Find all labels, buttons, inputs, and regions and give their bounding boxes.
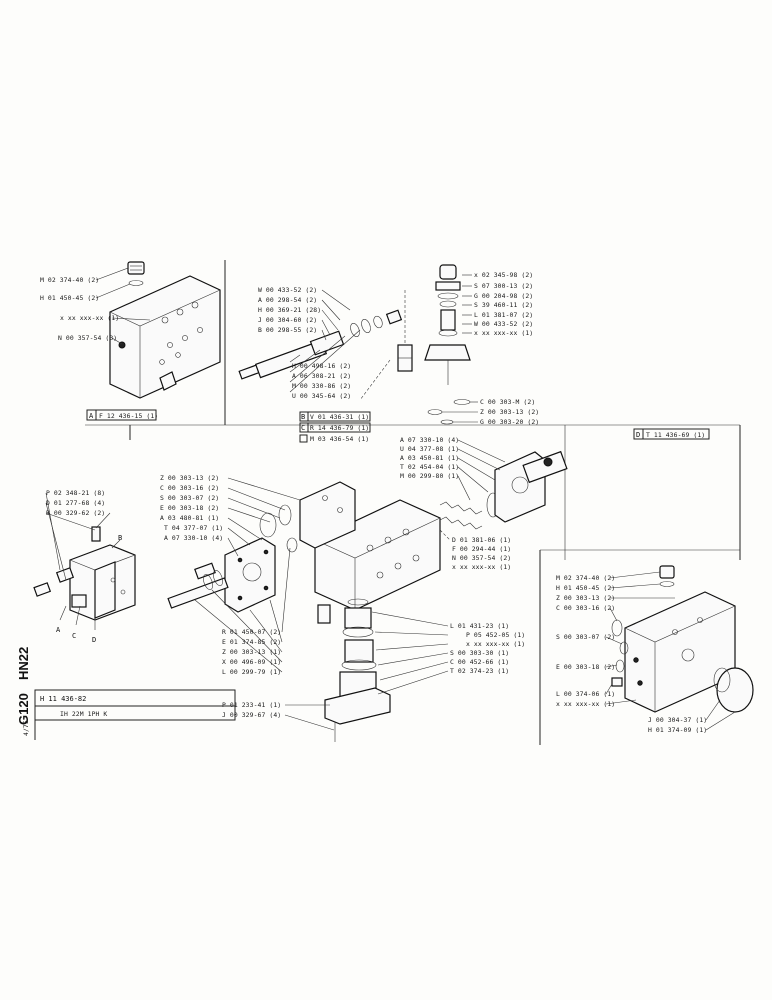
label-a-2: H 01 450-45 (2) xyxy=(40,294,99,302)
label-c-mr2: F 00 294-44 (1) xyxy=(452,545,511,553)
box-d-code: T 11 436-69 (1) xyxy=(646,431,705,439)
label-b-7: A 06 308-21 (2) xyxy=(292,372,351,380)
assembly-letter-a: A xyxy=(56,626,61,634)
label-tr-4: S 39 460-11 (2) xyxy=(474,301,533,309)
label-c-mr4: x xx xxx-xx (1) xyxy=(452,563,511,571)
label-a-4: N 00 357-54 (3) xyxy=(58,334,117,342)
label-c-tr5: M 00 299-80 (1) xyxy=(400,472,459,480)
label-c-l6: T 04 377-07 (1) xyxy=(164,524,223,532)
label-tr-8: C 00 303-M (2) xyxy=(480,398,535,406)
box-c-code: R 14 436-79 (1) xyxy=(310,424,369,432)
title-small: 4/75 xyxy=(22,720,30,736)
label-d-5: S 00 303-07 (2) xyxy=(556,633,615,641)
label-b-3: H 00 369-21 (28) xyxy=(258,306,321,314)
label-l-1: P 02 348-21 (8) xyxy=(46,489,105,497)
label-b-2: A 00 298-54 (2) xyxy=(258,296,317,304)
label-tr-6: W 00 433-52 (2) xyxy=(474,320,533,328)
label-c-lr1: L 01 431-23 (1) xyxy=(450,622,509,630)
label-d-8: x xx xxx-xx (1) xyxy=(556,700,615,708)
label-c-mr3: N 00 357-54 (2) xyxy=(452,554,511,562)
label-tr-7: x xx xxx-xx (1) xyxy=(474,329,533,337)
label-tr-3: G 00 204-98 (2) xyxy=(474,292,533,300)
label-d-10: H 01 374-09 (1) xyxy=(648,726,707,734)
label-c-b3: Z 00 303-13 (1) xyxy=(222,648,281,656)
label-c-lr6: T 02 374-23 (1) xyxy=(450,667,509,675)
label-c-l5: A 03 480-81 (1) xyxy=(160,514,219,522)
box-d-label: D T 11 436-69 (1) xyxy=(633,428,710,440)
label-b-9: U 00 345-64 (2) xyxy=(292,392,351,400)
label-d-6: E 00 303-18 (2) xyxy=(556,663,615,671)
title-side-2: G120 xyxy=(16,693,31,725)
title-code: H 11 436-82 xyxy=(40,695,86,703)
label-tr-9: Z 00 303-13 (2) xyxy=(480,408,539,416)
label-b-8: M 00 330-86 (2) xyxy=(292,382,351,390)
section-bc: W 00 433-52 (2) A 00 298-54 (2) H 00 369… xyxy=(238,286,413,443)
label-c-tr4: T 02 454-04 (1) xyxy=(400,463,459,471)
label-b-6: H 00 498-16 (2) xyxy=(292,362,351,370)
title-description: IH 22M 1PH K xyxy=(60,710,107,718)
label-c-l1: Z 00 303-13 (2) xyxy=(160,474,219,482)
section-dividers xyxy=(85,260,741,745)
label-tr-1: x 02 345-98 (2) xyxy=(474,271,533,279)
section-a: M 02 374-40 (2) H 01 450-45 (2) x xx xxx… xyxy=(40,261,221,421)
box-a-code: F 12 436-15 (1) xyxy=(99,412,158,420)
label-c-l3: S 00 303-07 (2) xyxy=(160,494,219,502)
title-side-1: HN22 xyxy=(16,647,31,680)
label-b-1: W 00 433-52 (2) xyxy=(258,286,317,294)
box-m-code: M 03 436-54 (1) xyxy=(310,435,369,443)
box-c-letter: C xyxy=(301,424,305,432)
label-c-lr3: x xx xxx-xx (1) xyxy=(466,640,525,648)
label-c-b4: X 00 496-09 (1) xyxy=(222,658,281,666)
label-d-1: M 02 374-40 (2) xyxy=(556,574,615,582)
label-d-7: L 00 374-06 (1) xyxy=(556,690,615,698)
label-tr-2: S 07 300-13 (2) xyxy=(474,282,533,290)
label-c-tr3: A 03 450-81 (1) xyxy=(400,454,459,462)
label-c-bc2: J 00 329-67 (4) xyxy=(222,711,281,719)
box-b-code: V 01 436-31 (1) xyxy=(310,413,369,421)
label-c-tr1: A 07 330-10 (4) xyxy=(400,436,459,444)
label-d-3: Z 00 303-13 (2) xyxy=(556,594,615,602)
label-c-lr5: C 00 452-66 (1) xyxy=(450,658,509,666)
label-tr-10: G 00 303-20 (2) xyxy=(480,418,539,426)
label-c-l2: C 00 303-16 (2) xyxy=(160,484,219,492)
label-c-bc1: P 01 233-41 (1) xyxy=(222,701,281,709)
assembly-letter-d: D xyxy=(92,636,96,644)
label-c-l7: A 07 330-10 (4) xyxy=(164,534,223,542)
label-c-b5: L 00 299-79 (1) xyxy=(222,668,281,676)
label-d-9: J 00 304-37 (1) xyxy=(648,716,707,724)
label-d-2: H 01 450-45 (2) xyxy=(556,584,615,592)
section-d: M 02 374-40 (2) H 01 450-45 (2) Z 00 303… xyxy=(556,565,754,734)
section-center: Z 00 303-13 (2) C 00 303-16 (2) S 00 303… xyxy=(160,436,568,742)
label-c-lr2: P 05 452-05 (1) xyxy=(466,631,525,639)
box-a-letter: A xyxy=(89,412,94,420)
label-c-b1: R 01 450-07 (2) xyxy=(222,628,281,636)
label-b-5: B 00 298-55 (2) xyxy=(258,326,317,334)
label-c-mr1: D 01 381-06 (1) xyxy=(452,536,511,544)
label-l-3: B 00 329-62 (2) xyxy=(46,509,105,517)
label-a-3: x xx xxx-xx (1) xyxy=(60,314,119,322)
label-a-1: M 02 374-40 (2) xyxy=(40,276,99,284)
assembly-letter-c: C xyxy=(72,632,76,640)
label-b-4: J 00 304-60 (2) xyxy=(258,316,317,324)
label-c-lr4: S 00 303-30 (1) xyxy=(450,649,509,657)
label-d-4: C 00 303-16 (2) xyxy=(556,604,615,612)
label-l-2: D 01 277-68 (4) xyxy=(46,499,105,507)
section-left-assembly: P 02 348-21 (8) D 01 277-68 (4) B 00 329… xyxy=(33,489,136,644)
label-c-tr2: U 04 377-08 (1) xyxy=(400,445,459,453)
label-c-b2: E 01 374-85 (2) xyxy=(222,638,281,646)
box-d-letter: D xyxy=(636,431,640,439)
title-block: H 11 436-82 IH 22M 1PH K 4/75 HN22 G120 xyxy=(16,647,236,740)
label-tr-5: L 01 381-07 (2) xyxy=(474,311,533,319)
label-c-l4: E 00 303-18 (2) xyxy=(160,504,219,512)
assembly-letter-b: B xyxy=(118,534,122,542)
section-top-right: x 02 345-98 (2) S 07 300-13 (2) G 00 204… xyxy=(424,264,539,426)
box-b-letter: B xyxy=(301,413,305,421)
